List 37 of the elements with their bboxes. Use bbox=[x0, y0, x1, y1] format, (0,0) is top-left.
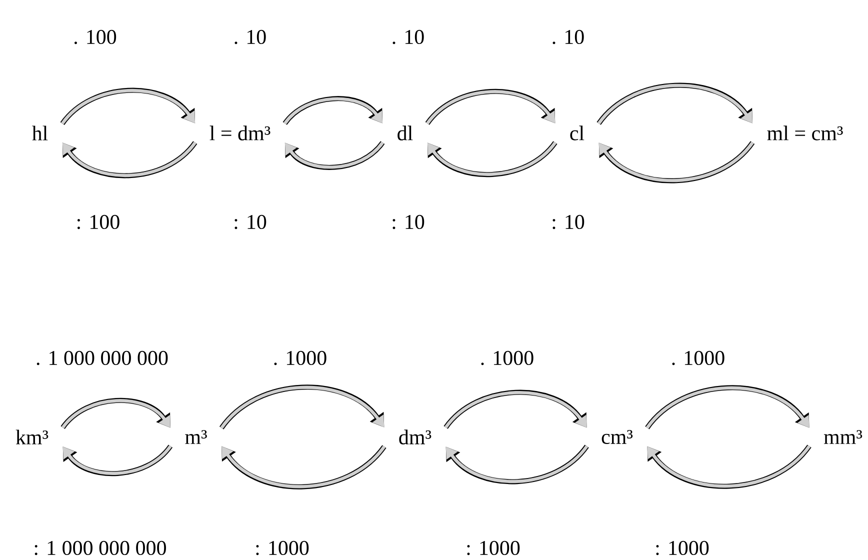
unit-label: km³ bbox=[16, 430, 48, 444]
unit-label: cm³ bbox=[602, 430, 633, 444]
edge-label: : 1000 bbox=[256, 540, 309, 556]
unit-label: m³ bbox=[185, 430, 207, 444]
unit-label: mm³ bbox=[824, 430, 862, 444]
unit-label: l = dm³ bbox=[210, 126, 270, 140]
curved-arrow bbox=[222, 444, 386, 490]
unit-label: dm³ bbox=[399, 430, 432, 444]
edge-label: . 1000 bbox=[274, 350, 326, 366]
curved-arrow bbox=[598, 140, 754, 184]
edge-label: : 10 bbox=[552, 214, 584, 230]
edge-label: : 1000 bbox=[656, 540, 709, 556]
edge-label: . 10 bbox=[234, 30, 266, 44]
edge-label: : 1000 bbox=[467, 540, 520, 556]
edge-label: : 100 bbox=[78, 214, 120, 230]
edge-label: . 100 bbox=[74, 30, 116, 44]
edge-label: : 10 bbox=[234, 214, 266, 230]
curved-arrow bbox=[444, 390, 587, 430]
curved-arrow bbox=[220, 384, 384, 430]
edge-label: . 10 bbox=[392, 30, 424, 44]
curved-arrow bbox=[645, 385, 810, 430]
curved-arrow bbox=[446, 444, 589, 484]
edge-label: . 1000 bbox=[672, 350, 724, 366]
edge-label: : 10 bbox=[392, 214, 424, 230]
unit-label: dl bbox=[398, 126, 413, 140]
curved-arrow bbox=[62, 444, 172, 476]
curved-arrow bbox=[647, 444, 812, 489]
edge-label: . 10 bbox=[552, 30, 584, 44]
edge-label: . 1 000 000 000 bbox=[36, 350, 168, 366]
unit-label: hl bbox=[32, 126, 48, 140]
curved-arrow bbox=[60, 398, 170, 430]
unit-label: cl bbox=[570, 126, 584, 140]
edge-label: . 1000 bbox=[481, 350, 534, 366]
edge-label: : 1 000 000 000 bbox=[34, 540, 166, 556]
curved-arrow bbox=[425, 89, 556, 126]
unit-label: ml = cm³ bbox=[767, 126, 843, 140]
curved-arrow bbox=[596, 82, 752, 126]
